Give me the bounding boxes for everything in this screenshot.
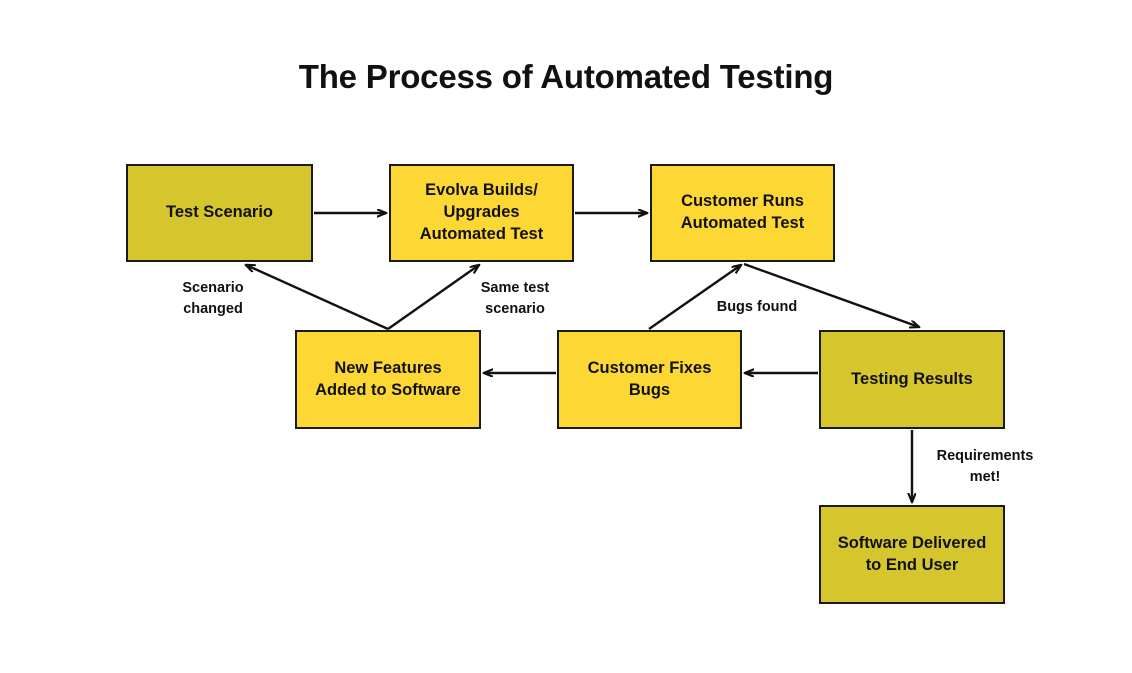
node-new-features-label: New Features Added to Software [315, 358, 461, 399]
page-title: The Process of Automated Testing [298, 58, 834, 95]
node-new-features[interactable]: New Features Added to Software [295, 330, 481, 429]
node-testing-results[interactable]: Testing Results [819, 330, 1005, 429]
node-customer-fixes-bugs-label: Customer Fixes Bugs [587, 358, 712, 399]
node-test-scenario[interactable]: Test Scenario [126, 164, 313, 262]
edge-label-requirements-met: Requirements met! [936, 448, 1034, 485]
node-customer-runs-test[interactable]: Customer Runs Automated Test [650, 164, 835, 262]
node-evolva-builds[interactable]: Evolva Builds/ Upgrades Automated Test [389, 164, 574, 262]
edge-label-bugs-found: Bugs found [716, 299, 798, 315]
edge-label-scenario-changed: Scenario changed [182, 280, 244, 317]
node-test-scenario-label: Test Scenario [166, 203, 273, 222]
node-evolva-builds-label: Evolva Builds/ Upgrades Automated Test [419, 181, 544, 243]
node-testing-results-label: Testing Results [851, 369, 973, 388]
node-software-delivered-label: Software Delivered to End User [837, 533, 987, 574]
node-customer-fixes-bugs[interactable]: Customer Fixes Bugs [557, 330, 742, 429]
node-software-delivered[interactable]: Software Delivered to End User [819, 505, 1005, 604]
edge-label-same-test-scenario: Same test scenario [480, 280, 550, 317]
node-customer-runs-test-label: Customer Runs Automated Test [680, 192, 805, 232]
